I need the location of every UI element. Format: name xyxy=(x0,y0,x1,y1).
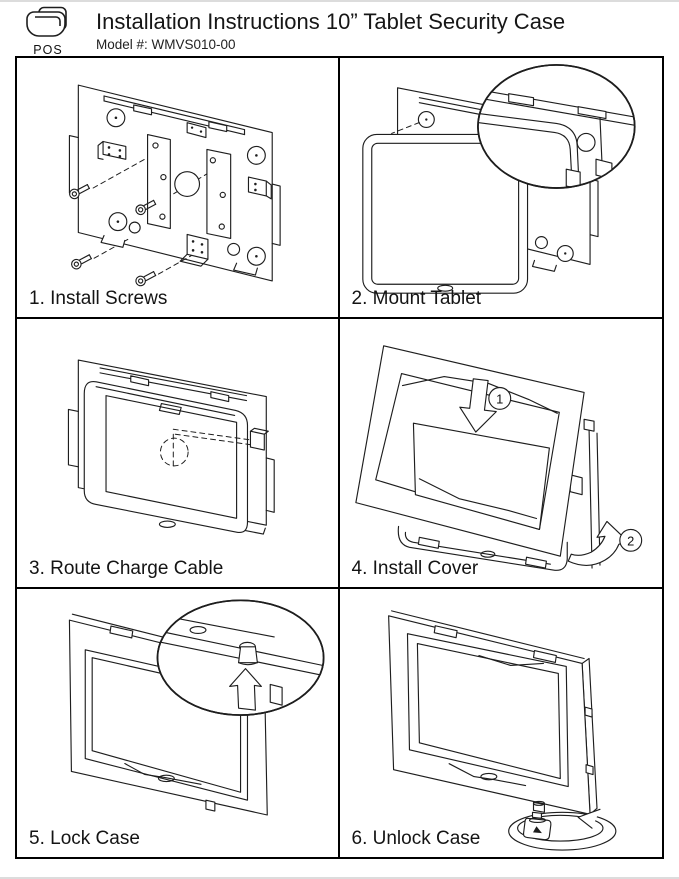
mount-tablet-diagram xyxy=(361,64,636,294)
panel-install-cover: 1 2 4. Install Cover xyxy=(339,319,662,589)
panel-unlock-case: 6. Unlock Case xyxy=(340,589,663,857)
step-caption: 6. Unlock Case xyxy=(351,828,481,849)
logo-text: POS xyxy=(33,43,63,57)
step-1-label: 1 xyxy=(496,391,503,406)
page-title: Installation Instructions 10” Tablet Sec… xyxy=(96,9,566,34)
step-2-label: 2 xyxy=(627,533,634,548)
step-caption: 3. Route Charge Cable xyxy=(29,558,224,579)
unlock-case-diagram xyxy=(387,610,616,851)
route-charge-cable-diagram xyxy=(67,359,275,535)
step-caption: 2. Mount Tablet xyxy=(351,288,482,309)
model-number: Model #: WMVS010-00 xyxy=(96,37,236,52)
brand-logo: POS xyxy=(20,6,76,57)
install-cover-diagram: 1 2 xyxy=(354,345,642,571)
panel-lock-case: 5. Lock Case xyxy=(17,589,340,857)
header: POS Installation Instructions 10” Tablet… xyxy=(0,0,679,57)
page-edge xyxy=(0,877,679,879)
panel-route-charge-cable: 3. Route Charge Cable xyxy=(17,319,340,589)
step-caption: 1. Install Screws xyxy=(29,288,168,309)
step-caption: 5. Lock Case xyxy=(29,828,140,849)
install-screws-diagram xyxy=(67,84,281,288)
panel-mount-tablet: 2. Mount Tablet xyxy=(339,58,662,319)
lock-case-diagram xyxy=(68,599,325,816)
instruction-grid: 1. Install Screws xyxy=(15,56,664,859)
step-caption: 4. Install Cover xyxy=(351,558,479,579)
page-edge xyxy=(0,0,679,2)
panel-install-screws: 1. Install Screws xyxy=(17,58,340,319)
tablet-case-logo-icon xyxy=(26,6,67,37)
